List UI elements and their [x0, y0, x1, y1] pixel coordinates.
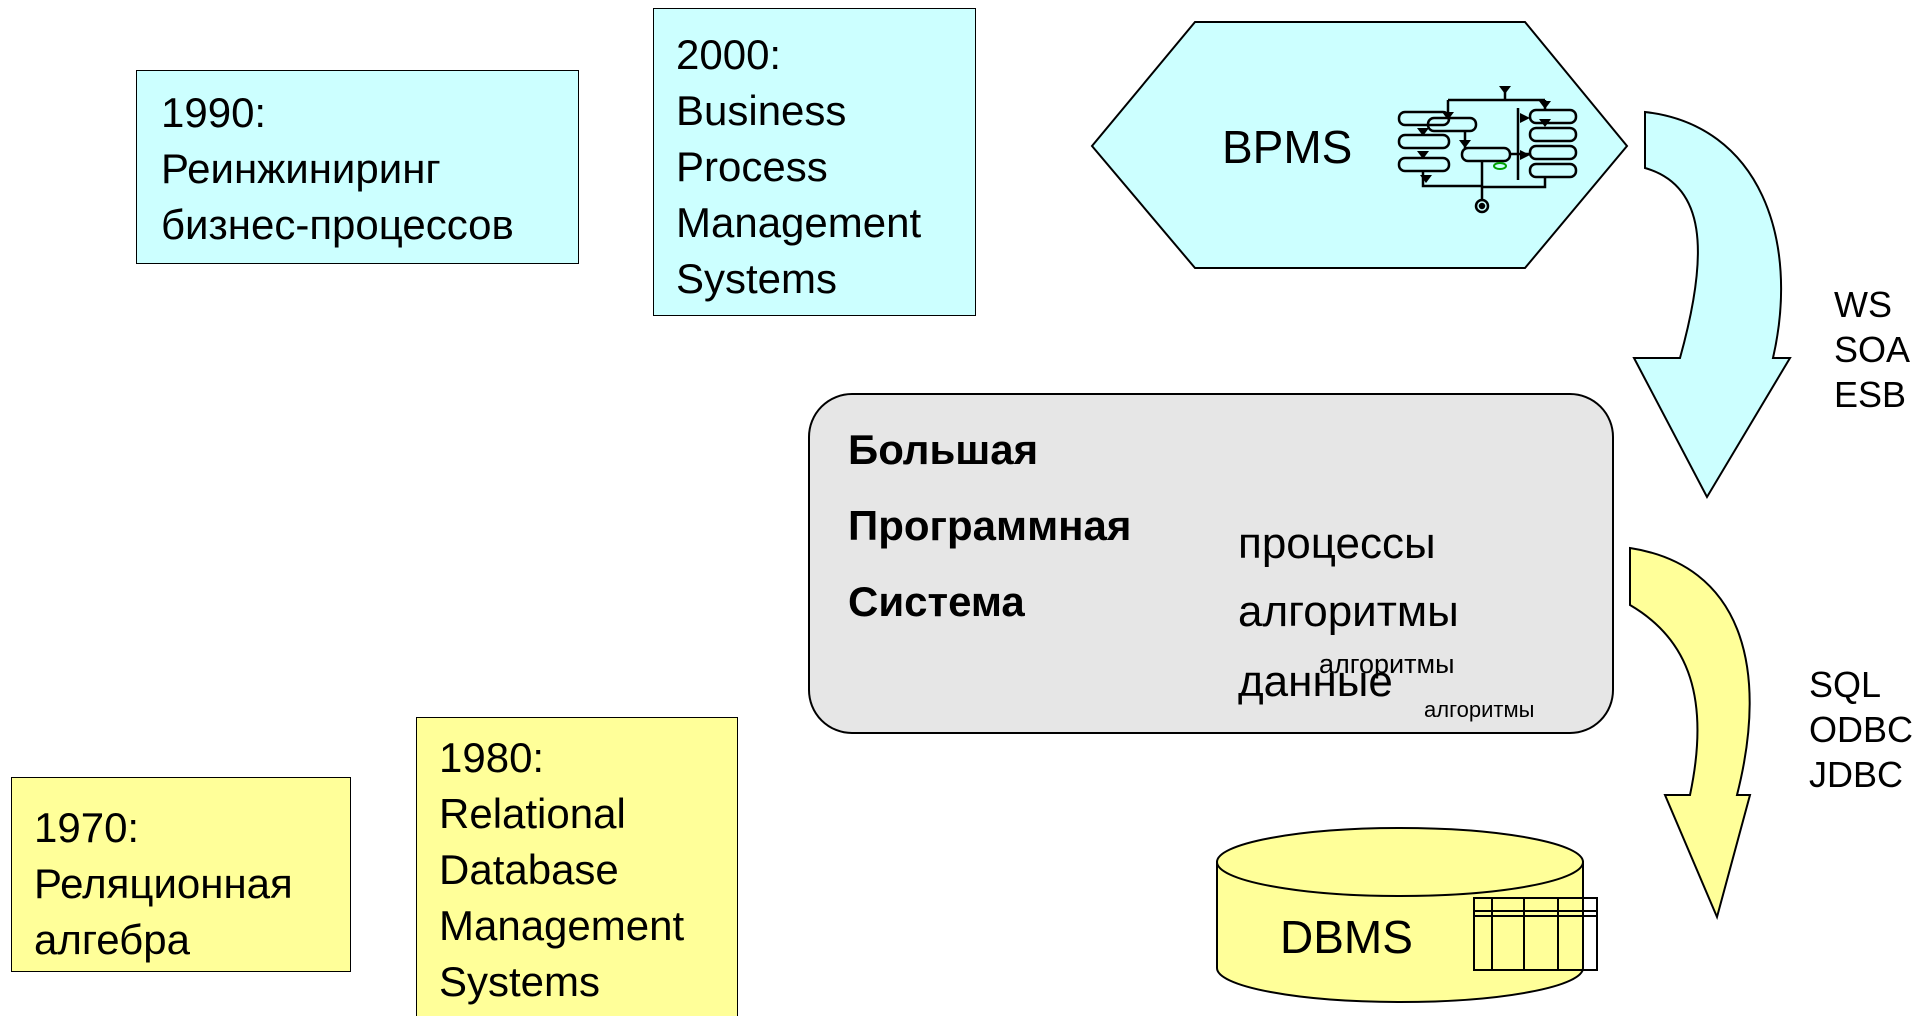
- box-year: 1980:: [439, 734, 545, 781]
- system-title-line: Система: [848, 578, 1025, 625]
- layer-processes: процессы: [1238, 519, 1436, 568]
- box-line: Management: [676, 199, 922, 246]
- box-1970-relational-algebra: 1970: Реляционная алгебра: [11, 777, 351, 972]
- protocol-label: ODBC: [1809, 709, 1914, 750]
- bpms-label: BPMS: [1222, 121, 1353, 173]
- box-line: Systems: [676, 255, 838, 302]
- box-line: бизнес-процессов: [161, 201, 514, 248]
- process-flow-arrowheads: [1417, 86, 1551, 183]
- protocols-top: WS SOA ESB: [1834, 282, 1910, 417]
- dbms-cylinder-top: [1216, 827, 1584, 897]
- bpms-hexagon: [1090, 21, 1629, 269]
- box-year: 1970:: [34, 804, 140, 851]
- protocol-label: SOA: [1834, 329, 1911, 370]
- protocol-label: SQL: [1809, 664, 1882, 705]
- box-1990-reengineering: 1990: Реинжиниринг бизнес-процессов: [136, 70, 579, 264]
- protocols-bottom: SQL ODBC JDBC: [1809, 662, 1913, 797]
- system-title-line: Программная: [848, 502, 1132, 549]
- box-line: Реинжиниринг: [161, 145, 441, 192]
- layer-overlay-label: алгоритмы: [1319, 649, 1455, 679]
- box-line: алгебра: [34, 916, 190, 963]
- green-token-icon: [1493, 162, 1507, 170]
- box-line: Relational: [439, 790, 626, 837]
- big-software-system-box: Большая Программная Система процессы алг…: [808, 393, 1614, 734]
- cyan-curved-arrow: [1632, 110, 1792, 500]
- box-line: Systems: [439, 958, 601, 1005]
- layer-overlay-label: алгоритмы: [1424, 697, 1535, 722]
- box-line: Process: [676, 143, 828, 190]
- protocol-label: JDBC: [1809, 754, 1904, 795]
- layer-data: данные: [1238, 657, 1393, 706]
- box-2000-bpms: 2000: Business Process Management System…: [653, 8, 976, 316]
- dbms-label: DBMS: [1280, 911, 1413, 963]
- system-title-line: Большая: [848, 426, 1039, 473]
- box-1980-rdbms: 1980: Relational Database Management Sys…: [416, 717, 738, 1016]
- protocol-label: WS: [1834, 284, 1892, 325]
- box-year: 1990:: [161, 89, 267, 136]
- box-line: Business: [676, 87, 847, 134]
- box-line: Database: [439, 846, 619, 893]
- protocol-label: ESB: [1834, 374, 1907, 415]
- box-line: Management: [439, 902, 685, 949]
- layer-algorithms: алгоритмы: [1238, 587, 1459, 636]
- table-icon: [1473, 897, 1598, 971]
- yellow-curved-arrow: [1629, 546, 1752, 921]
- box-year: 2000:: [676, 31, 782, 78]
- box-line: Реляционная: [34, 860, 293, 907]
